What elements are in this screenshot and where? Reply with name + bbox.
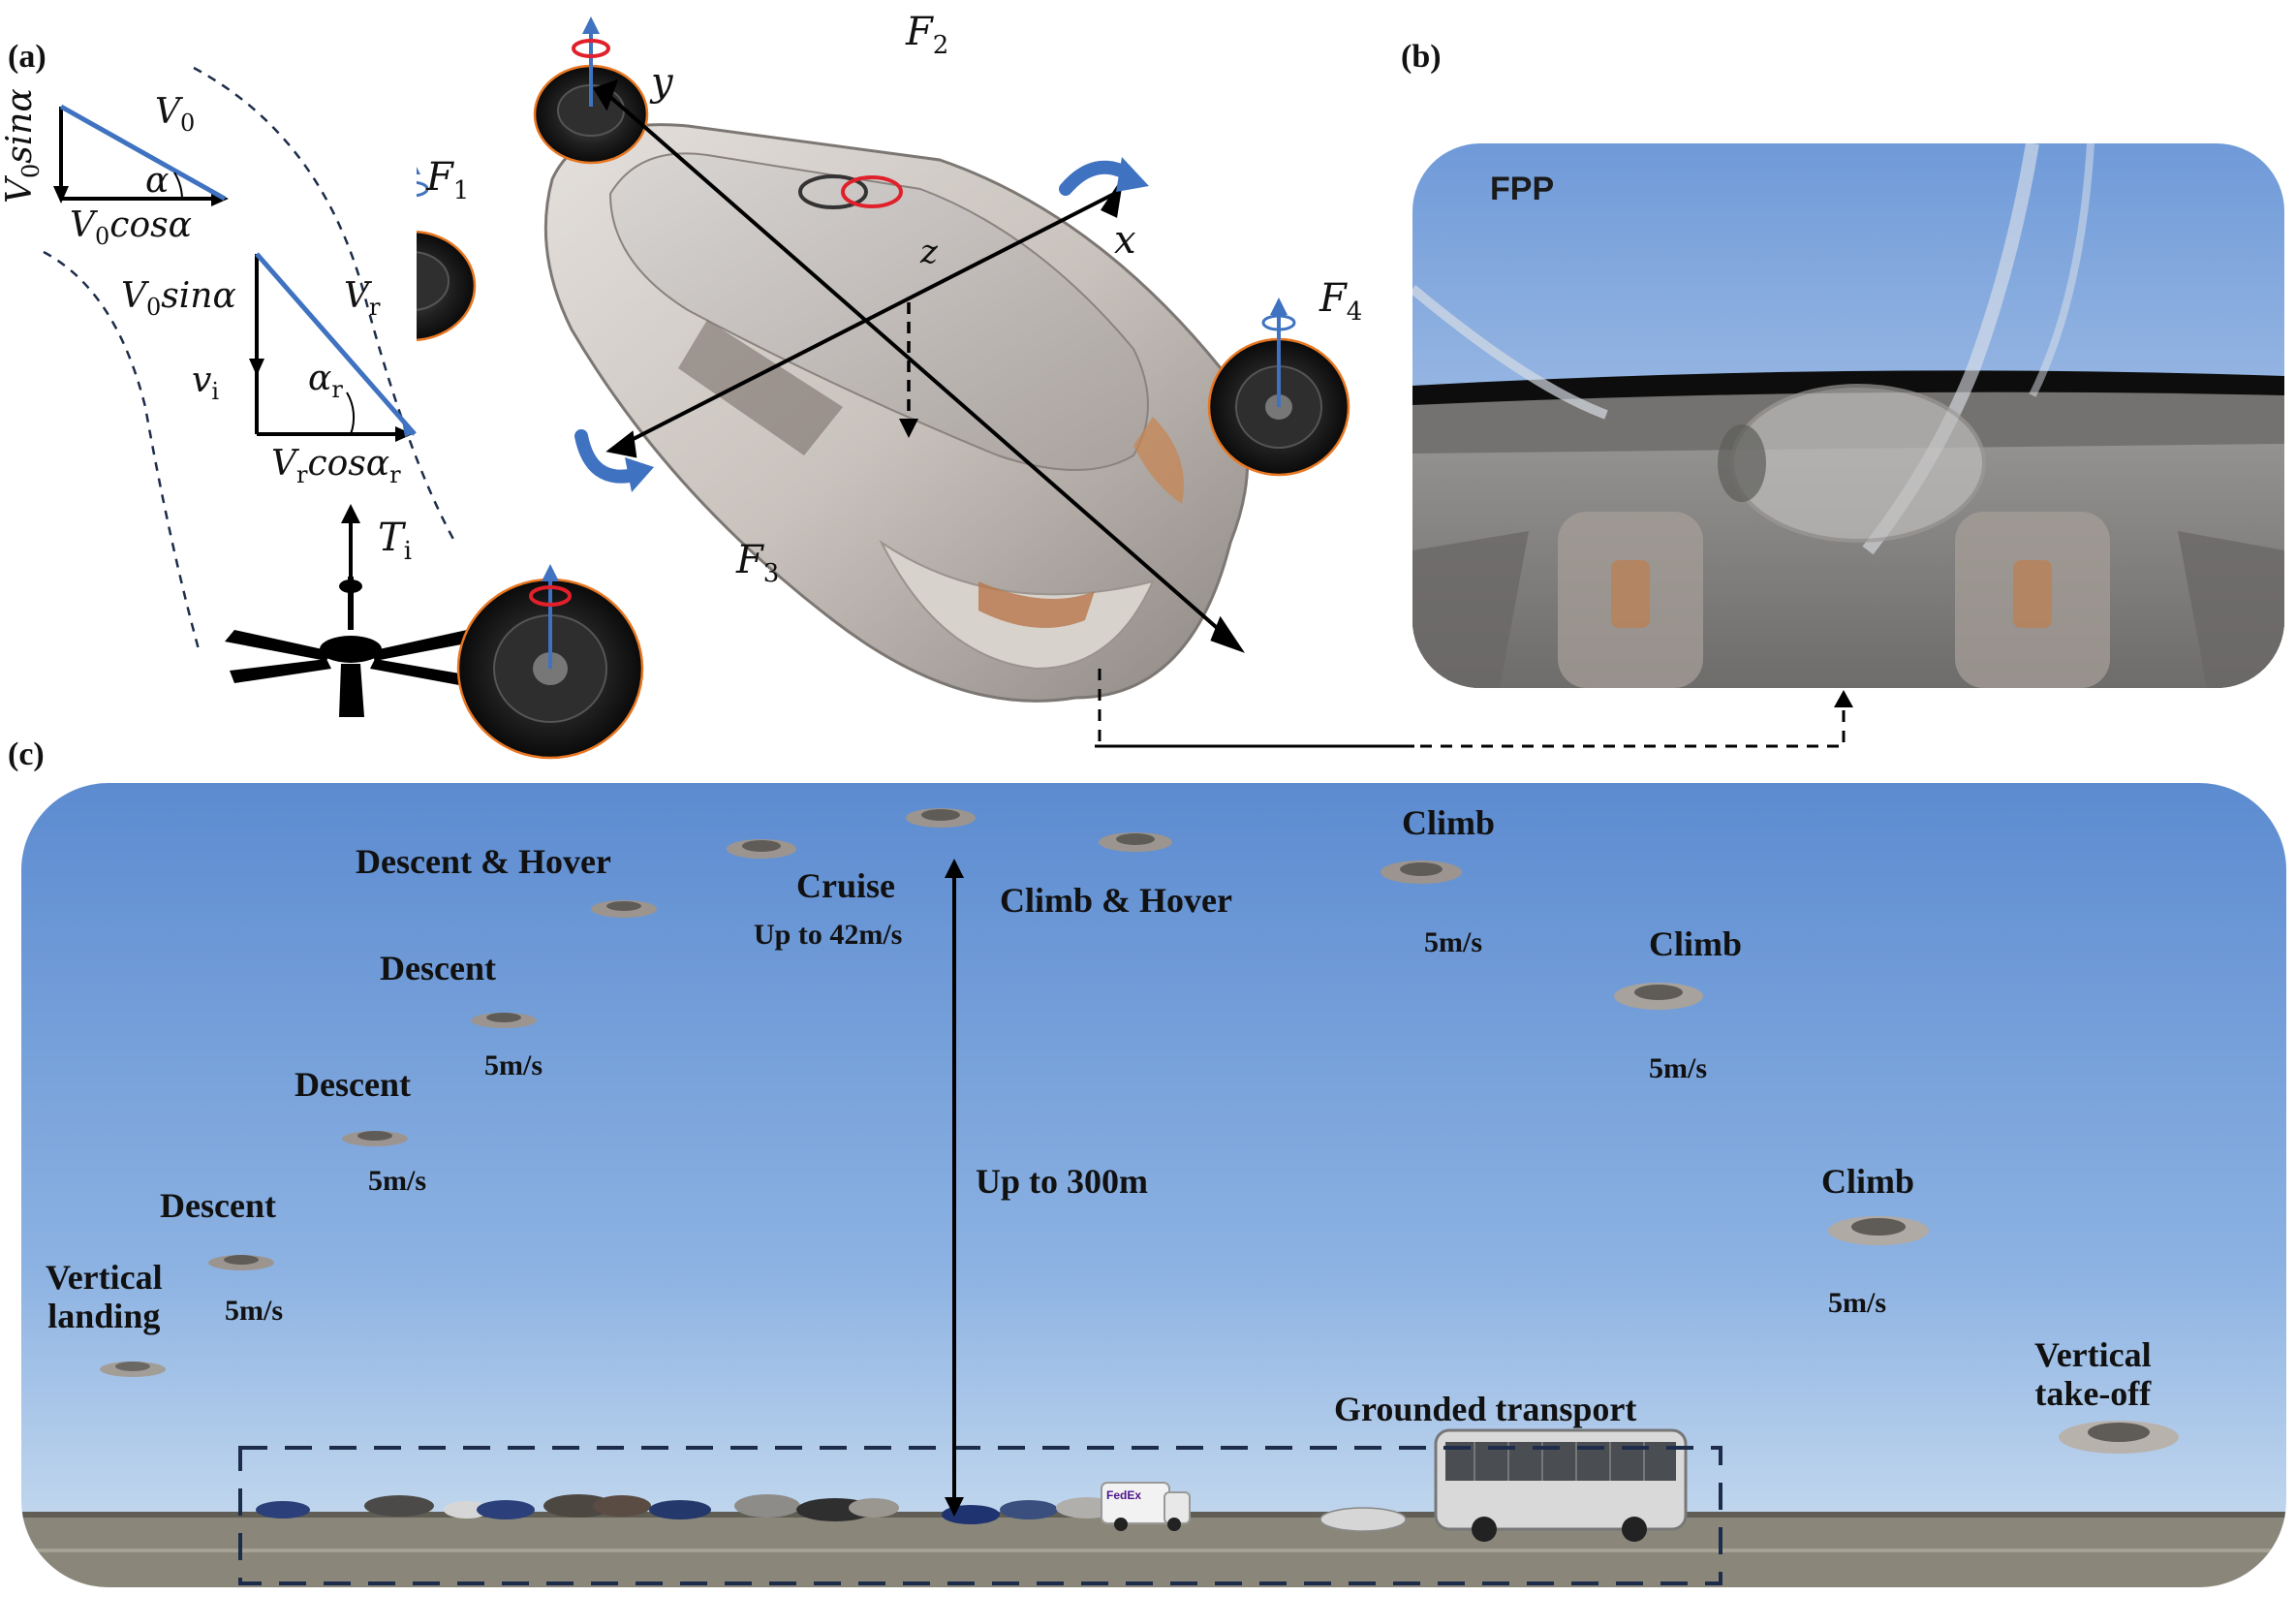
thrust-label: Ti (378, 516, 413, 566)
force-vector-f4 (1261, 297, 1296, 407)
panel-a-label: (a) (8, 39, 47, 75)
axis-z-label: z (920, 233, 938, 271)
label-climb-2: Climb (1649, 924, 1743, 963)
evtol-climb-2 (1614, 983, 1703, 1010)
force-vector-f1 (417, 167, 429, 198)
v0-cos-label: V0cosα (70, 205, 192, 251)
cockpit-scene (1412, 143, 2284, 688)
car-body (543, 123, 1250, 703)
fpp-label: FPP (1490, 171, 1555, 207)
vi-label: vi (192, 360, 220, 406)
axis-y-label: y (651, 60, 673, 105)
alpha-label: α (145, 161, 170, 201)
speed-descent-1: 5m/s (225, 1295, 283, 1327)
evtol-descent-3 (471, 1013, 537, 1028)
vr-cos-label: Vrcosαr (271, 444, 401, 489)
streamline-right (193, 66, 457, 544)
speed-descent-3: 5m/s (484, 1049, 543, 1081)
evtol-descent-2 (342, 1131, 408, 1146)
label-descent-3: Descent (380, 949, 496, 987)
evtol-descent-hover (591, 900, 657, 918)
rotor-wheel-1 (417, 230, 477, 342)
speed-climb-3: 5m/s (1828, 1287, 1886, 1319)
flight-profile-background (21, 783, 2286, 1587)
label-descent-hover: Descent & Hover (356, 842, 611, 881)
evtol-vertical-takeoff (2059, 1421, 2179, 1454)
label-grounded-transport: Grounded transport (1334, 1390, 1637, 1428)
force-vector-f3 (529, 564, 572, 669)
ground-vehicles (256, 1428, 1688, 1542)
panel-c-label: (c) (8, 736, 45, 772)
label-cruise: Cruise (796, 866, 895, 905)
velocity-triangles (43, 66, 504, 717)
v0-label: V0 (155, 92, 196, 138)
force-f4-label: F4 (1319, 276, 1363, 327)
v0-sin-label-top: V0sinα (0, 88, 46, 204)
evtol-climb-hover (1099, 832, 1172, 852)
speed-climb-2: 5m/s (1649, 1052, 1707, 1084)
label-descent-2: Descent (295, 1065, 411, 1104)
evtol-climb-1 (1381, 861, 1462, 884)
force-f3-label: F3 (736, 538, 780, 588)
label-descent-1: Descent (160, 1186, 276, 1225)
label-climb-hover: Climb & Hover (1000, 881, 1232, 920)
rotor-wheel-2 (533, 64, 649, 165)
fpp-connector (1095, 690, 1853, 748)
fpp-view: FPP (1412, 143, 2284, 688)
force-f2-label: F2 (906, 10, 949, 60)
grounded-transport-box (238, 1446, 1722, 1585)
speed-climb-1: 5m/s (1424, 926, 1482, 958)
speed-descent-2: 5m/s (368, 1165, 426, 1197)
evtol-vertical-landing (100, 1362, 166, 1377)
body-axes (593, 78, 1246, 653)
speed-cruise: Up to 42m/s (754, 919, 903, 951)
fan-icon (225, 577, 477, 717)
truck-brand: FedEx (1106, 1488, 1142, 1502)
axis-x-label: x (1114, 218, 1136, 263)
flying-car-diagram (417, 16, 1414, 760)
evtol-climb-3 (1828, 1216, 1929, 1245)
label-climb-3: Climb (1821, 1162, 1915, 1201)
streamline-left (43, 250, 201, 650)
evtol-cruise-1 (727, 839, 796, 859)
vr-label: Vr (344, 276, 381, 322)
evtol-descent-1 (208, 1255, 274, 1270)
force-f1-label: F1 (426, 155, 470, 205)
evtol-cruise-2 (906, 808, 976, 828)
force-vector-f2 (572, 16, 610, 107)
label-altitude: Up to 300m (976, 1162, 1148, 1201)
v0-sin-label-bottom: V0sinα (121, 276, 236, 322)
alpha-r-label: αr (308, 359, 343, 404)
panel-b-label: (b) (1401, 39, 1442, 75)
label-climb-1: Climb (1402, 803, 1496, 842)
